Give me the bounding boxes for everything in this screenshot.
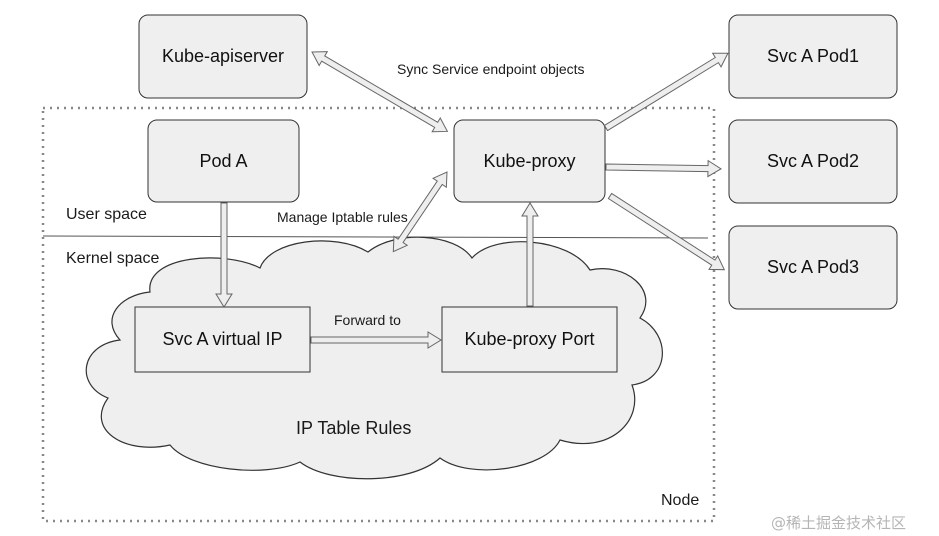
user-kernel-divider [42,235,709,239]
svc-a-pod1-box[interactable] [728,14,898,99]
forward-to-arrow [310,331,442,349]
watermark: @稀土掘金技术社区 [771,514,907,532]
user-space-label: User space [66,206,147,223]
pod-a-box[interactable] [147,119,300,203]
svc-a-pod3-label: Svc A Pod3 [766,257,860,277]
kube-proxy-port-box[interactable] [441,306,618,373]
svc-a-pod2-box[interactable] [728,119,898,204]
kube-proxy-box[interactable] [453,119,606,203]
node-label: Node [661,492,700,509]
pod-a-to-vip-arrow [215,202,233,308]
svc-a-pod2-label: Svc A Pod2 [766,151,860,171]
port-to-kube-proxy-arrow [521,202,539,307]
svc-a-virtual-ip-label: Svc A virtual IP [162,329,283,349]
arrow-to-pod2 [605,159,722,178]
kernel-space-label: Kernel space [66,250,160,267]
kube-proxy-label: Kube-proxy [483,150,576,171]
arrow-to-pod3 [607,192,726,271]
svc-a-pod3-box[interactable] [728,225,898,310]
sync-service-label: Sync Service endpoint objects [397,61,585,77]
arrow-to-pod1 [603,52,729,132]
pod-a-label: Pod A [199,150,248,171]
kube-proxy-port-label: Kube-proxy Port [464,329,595,349]
ip-table-rules-label: IP Table Rules [296,418,412,438]
svc-a-virtual-ip-box[interactable] [134,306,311,373]
sync-arrow [311,51,449,133]
kube-apiserver-box[interactable] [138,14,308,99]
manage-iptable-label: Manage Iptable rules [277,209,408,225]
svc-a-pod1-label: Svc A Pod1 [766,46,860,66]
node-boundary [41,106,716,523]
forward-to-label: Forward to [334,312,401,328]
kube-apiserver-label: Kube-apiserver [161,46,285,66]
manage-iptable-arrow [392,171,448,253]
